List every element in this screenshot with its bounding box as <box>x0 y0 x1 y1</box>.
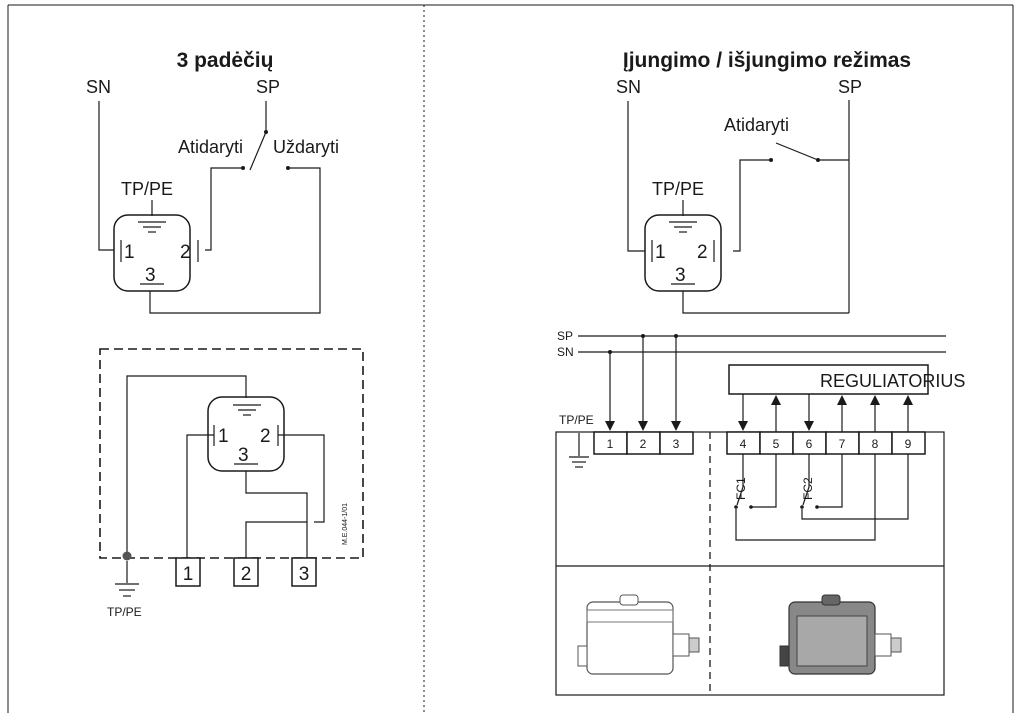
left-lower-pin3: 3 <box>238 445 249 466</box>
bus-sp-label: SP <box>557 329 573 343</box>
left-lower-ground-label: TP/PE <box>107 605 142 619</box>
regulator-label: REGULIATORIUS <box>820 371 965 391</box>
left-connector <box>113 200 199 292</box>
terminal-9: 9 <box>905 437 912 451</box>
left-sn-label: SN <box>86 77 111 97</box>
terminal-4: 4 <box>740 437 747 451</box>
left-close-label: Uždaryti <box>273 137 339 157</box>
left-pin3: 3 <box>145 265 156 286</box>
left-ground-node <box>122 551 132 561</box>
left-lower-pin1: 1 <box>218 426 229 447</box>
right-open-label: Atidaryti <box>724 115 789 135</box>
regulator-box <box>728 364 929 395</box>
terminal-8: 8 <box>872 437 879 451</box>
right-sn-label: SN <box>616 77 641 97</box>
right-pin2: 2 <box>697 242 708 263</box>
left-title: 3 padėčių <box>177 49 274 72</box>
left-enclosure <box>99 348 364 559</box>
left-switch-blade <box>249 131 267 171</box>
bus-sn-label: SN <box>557 345 574 359</box>
right-pin1: 1 <box>655 242 666 263</box>
fc1-label: FC1 <box>734 477 748 500</box>
right-sp-label: SP <box>838 77 862 97</box>
left-sp-label: SP <box>256 77 280 97</box>
left-open-label: Atidaryti <box>178 137 243 157</box>
terminal-6: 6 <box>806 437 813 451</box>
left-terminal-2: 2 <box>241 564 252 585</box>
left-terminal-1: 1 <box>183 564 194 585</box>
right-ground-label: TP/PE <box>652 179 704 199</box>
left-ref-code: M.E.044-1/01 <box>342 503 349 545</box>
right-connector <box>644 200 722 292</box>
terminal-3: 3 <box>673 437 680 451</box>
right-switch-blade <box>775 142 819 161</box>
left-pin1: 1 <box>124 242 135 263</box>
left-ground-label: TP/PE <box>121 179 173 199</box>
terminal-strip <box>593 431 926 455</box>
terminal-7: 7 <box>839 437 846 451</box>
actuator-image-light <box>577 594 700 675</box>
left-terminal-3: 3 <box>299 564 310 585</box>
right-pin3: 3 <box>675 265 686 286</box>
terminal-1: 1 <box>607 437 614 451</box>
terminal-5: 5 <box>773 437 780 451</box>
left-lower-pin2: 2 <box>260 426 271 447</box>
terminal-2: 2 <box>640 437 647 451</box>
left-pin2: 2 <box>180 242 191 263</box>
terminal-ground-label: TP/PE <box>559 413 594 427</box>
actuator-image-dark <box>779 594 902 675</box>
right-title: Įjungimo / išjungimo režimas <box>623 49 911 72</box>
